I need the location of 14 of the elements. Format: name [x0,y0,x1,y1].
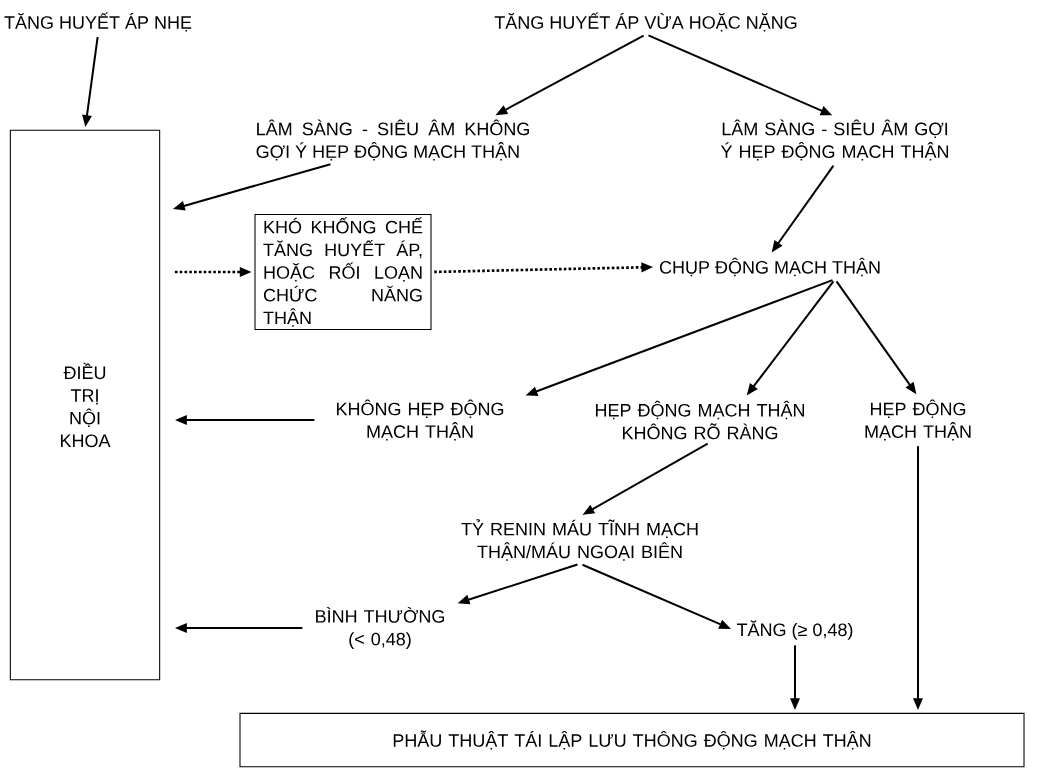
process-box: KHÓ KHỐNG CHẾ TĂNG HUYẾT ÁP, HOẶC RỐI LOẠN CHỨC NĂNG THẬN [254,214,432,330]
surgery-box: PHẪU THUẬT TÁI LẬP LƯU THÔNG ĐỘNG MẠCH THẬN [239,712,1025,768]
flow-text: TĂNG (≥ 0,48) [736,620,853,640]
flow-text: KHÔNG HẸP ĐỘNG MẠCH THẬN [337,399,504,441]
treatment-box: ĐIỀU TRỊ NỘI KHOA [9,129,161,681]
flow-text: TỶ RENIN MÁU TĨNH MẠCH THẬN/MÁU NGOẠI BIÊN [461,519,698,561]
flow-text: HẸP ĐỘNG MẠCH THẬN [865,399,971,441]
flow-text: TĂNG HUYẾT ÁP NHẸ [4,12,192,32]
flow-text: TĂNG HUYẾT ÁP VỪA HOẶC NẶNG [494,12,797,32]
flow-text: BÌNH THƯỜNG (< 0,48) [316,607,445,649]
flow-text: CHỤP ĐỘNG MẠCH THẬN [659,257,880,277]
flow-text: LÂM SÀNG - SIÊU ÂM KHÔNG GỢI Ý HẸP ĐỘNG MẠCH THẬN [256,119,529,161]
flow-text: LÂM SÀNG - SIÊU ÂM GỢI Ý HẸP ĐỘNG MẠCH THẬN [720,119,949,161]
flow-text: HẸP ĐỘNG MẠCH THẬN KHÔNG RÕ RÀNG [596,400,805,440]
